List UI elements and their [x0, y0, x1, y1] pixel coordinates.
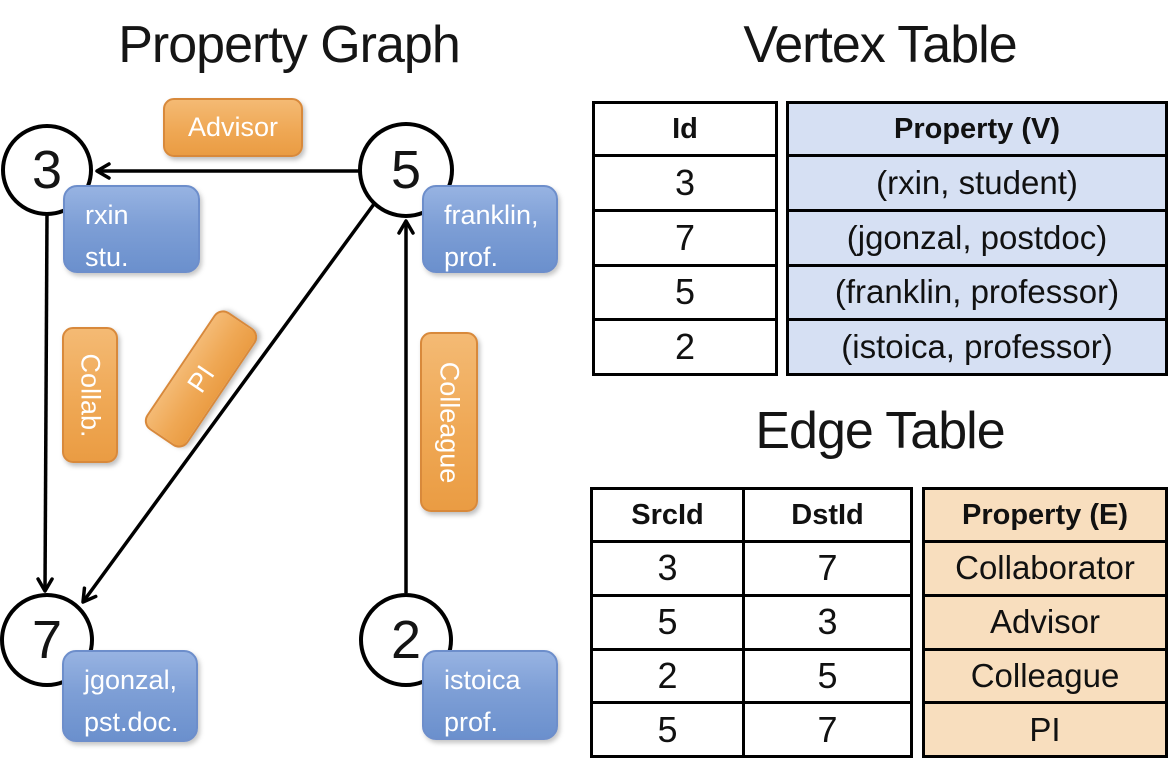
edge-table-srcid-cell: 2 [593, 650, 745, 702]
vertex-table-id-header: Id [672, 112, 698, 145]
vertex-table-id-cell: 7 [595, 208, 775, 264]
edge-table-property-cell: Advisor [925, 593, 1165, 648]
edge-label-collab-text: Collab. [75, 352, 106, 438]
edge-table-dstid-cell: 7 [817, 708, 838, 750]
vertex-property-5-line1: franklin, [444, 200, 539, 230]
edge-pi-arrow-5-to-7 [81, 202, 376, 604]
property-graph-title: Property Graph [118, 16, 461, 74]
vertex-table-title: Vertex Table [743, 16, 1017, 74]
vertex-property-2-line2: prof. [444, 706, 499, 737]
edge-label-collab: Collab. [62, 327, 118, 463]
node-id-7: 7 [31, 610, 63, 670]
edge-label-colleague: Colleague [420, 332, 478, 512]
edge-table-dstid-cell: 7 [817, 547, 838, 589]
vertex-table-property-header: Property (V) [894, 112, 1060, 145]
node-id-5: 5 [390, 140, 422, 200]
vertex-property-2-line1: istoica [444, 665, 521, 695]
vertex-property-3-line2: stu. [85, 241, 129, 272]
edge-table-dstid-header: DstId [791, 498, 864, 531]
edge-table-srcid-header: SrcId [593, 490, 745, 540]
edge-table-id-header-row: SrcId DstId [593, 490, 910, 540]
vertex-table-id-cell: 3 [595, 154, 775, 209]
edge-table-title: Edge Table [755, 402, 1005, 460]
vertex-property-box-2: istoica prof. [422, 650, 558, 740]
vertex-property-5-line2: prof. [444, 241, 499, 272]
vertex-property-box-3: rxin stu. [63, 185, 200, 273]
vertex-table-property-column: Property (V) (rxin, student) (jgonzal, p… [786, 101, 1168, 376]
edge-collab-arrow-3-to-7 [36, 213, 54, 593]
edge-table-dstid-cell: 3 [817, 601, 838, 643]
edge-table-property-cell: Collaborator [925, 540, 1165, 594]
edge-table-property-header: Property (E) [962, 498, 1128, 531]
edge-table-id-columns: SrcId DstId 3 7 5 3 2 5 5 7 [590, 487, 913, 758]
vertex-property-3-line1: rxin [85, 200, 129, 230]
vertex-property-box-5: franklin, prof. [422, 185, 558, 273]
node-id-3: 3 [31, 140, 63, 200]
vertex-table-property-cell: (jgonzal, postdoc) [789, 208, 1165, 264]
edge-table-id-row: 2 5 [593, 647, 910, 702]
edge-table-property-column: Property (E) Collaborator Advisor Collea… [922, 487, 1168, 758]
vertex-table-property-cell: (rxin, student) [789, 154, 1165, 209]
vertex-property-box-7: jgonzal, pst.doc. [62, 650, 198, 742]
edge-table-srcid-cell: 3 [593, 543, 745, 594]
edge-label-advisor: Advisor [163, 98, 303, 157]
vertex-property-7-line2: pst.doc. [84, 706, 179, 737]
edge-table-id-row: 5 7 [593, 701, 910, 755]
vertex-table-property-cell: (istoica, professor) [789, 318, 1165, 373]
edge-label-colleague-text: Colleague [434, 361, 465, 483]
edge-table-srcid-cell: 5 [593, 596, 745, 648]
edge-table-property-cell: PI [925, 701, 1165, 755]
edge-label-pi-text: PI [181, 359, 221, 398]
node-id-2: 2 [390, 610, 422, 670]
vertex-property-7-line1: jgonzal, [84, 665, 178, 695]
edge-table-dstid-cell: 5 [817, 654, 838, 696]
edge-table-srcid-cell: 5 [593, 704, 745, 755]
edge-table-id-row: 3 7 [593, 540, 910, 594]
vertex-table-property-cell: (franklin, professor) [789, 263, 1165, 319]
vertex-table-id-cell: 2 [595, 318, 775, 373]
edge-table-id-row: 5 3 [593, 593, 910, 648]
edge-label-advisor-text: Advisor [187, 112, 279, 142]
vertex-table-id-column: Id 3 7 5 2 [592, 101, 778, 376]
vertex-table-id-cell: 5 [595, 263, 775, 319]
edge-table-property-cell: Colleague [925, 647, 1165, 702]
